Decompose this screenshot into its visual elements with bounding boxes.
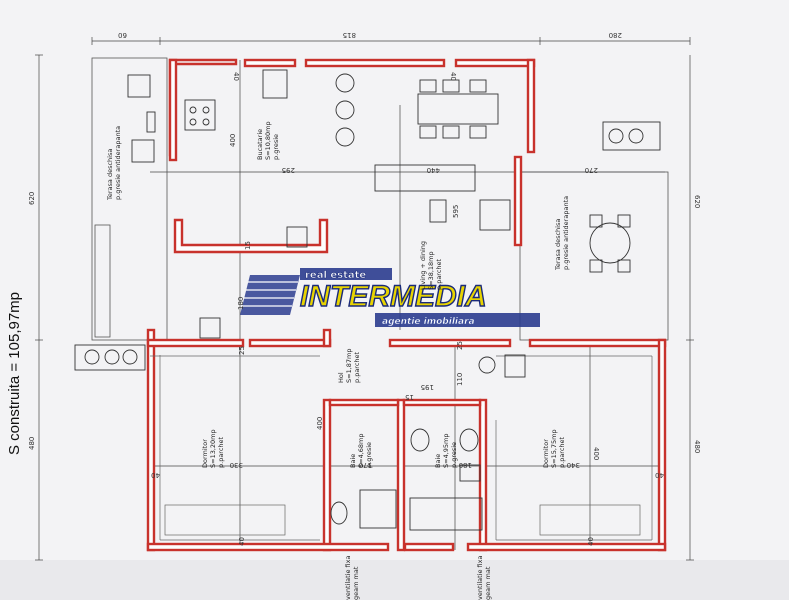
room-bedroom-right: Dormitor S=15,75mp p.parchet <box>542 427 566 468</box>
furniture <box>74 69 661 531</box>
dim-40f: 40 <box>587 537 595 546</box>
dim-440: 440 <box>427 166 440 174</box>
dim-40e: 40 <box>238 537 246 546</box>
dim-595: 595 <box>452 205 460 218</box>
toilet-icon <box>330 501 348 525</box>
built-area-label: S construita = 105,97mp <box>6 292 23 455</box>
dimension-lines <box>35 37 694 561</box>
room-bath-right: Baie S=4,95mp p.gresie <box>434 431 458 468</box>
dim-340: 340 <box>567 461 580 469</box>
watermark-top: real estate <box>305 270 366 281</box>
dim-40d: 40 <box>655 471 664 479</box>
dim-15b: 15 <box>405 393 414 401</box>
room-hol: Hol S=1,87mp p.parchet <box>337 346 361 383</box>
room-bedroom-left: Dormitor S=13,20mp p.parchet <box>201 427 225 468</box>
dim-195: 195 <box>421 383 434 391</box>
dim-815: 815 <box>343 31 356 39</box>
dim-330: 330 <box>230 461 243 469</box>
top-dimensions: 60 815 280 <box>118 31 622 39</box>
dim-right-620: 620 <box>693 195 701 208</box>
dim-left-620: 620 <box>28 192 36 205</box>
dim-400c: 400 <box>592 447 600 460</box>
internal-dimensions: 400 295 440 270 595 180 15 25 25 110 195… <box>151 72 664 546</box>
dim-110: 110 <box>456 373 464 386</box>
dim-right-480: 480 <box>693 440 701 453</box>
dining-table-icon <box>417 93 499 125</box>
dim-280: 280 <box>609 31 622 39</box>
stool-icon <box>335 73 355 93</box>
dim-400b: 400 <box>316 417 324 430</box>
dim-40c: 40 <box>151 471 160 479</box>
dim-40a: 40 <box>232 72 240 81</box>
dim-180: 180 <box>237 297 245 310</box>
watermark-brand: INTERMEDIA <box>300 280 487 313</box>
dim-25a: 25 <box>238 346 246 355</box>
kitchen-sink-icon <box>262 69 288 99</box>
dim-270: 270 <box>585 166 598 174</box>
room-living: Living + dining S=38,18mp p.parchet <box>419 239 443 290</box>
armchair-icon <box>479 199 511 231</box>
dim-400: 400 <box>229 134 237 147</box>
sofa-icon <box>374 164 476 192</box>
side-dimensions: 620 480 620 480 <box>28 192 701 454</box>
dim-60: 60 <box>118 31 127 39</box>
stove-icon <box>184 99 216 131</box>
room-kitchen: Bucatarie S=10,80mp p.gresie <box>256 119 280 160</box>
ventilation-notes: ventilatie fixa geam mat ventilatie fixa… <box>344 553 492 600</box>
dim-180b: 180 <box>459 461 472 469</box>
round-table-icon <box>589 222 631 264</box>
shower-tray-icon <box>359 489 397 529</box>
room-terrace-left: Terasa deschisa p.gresie antiderapanta <box>106 126 122 201</box>
watermark: real estate INTERMEDIA agentie imobiliar… <box>240 268 540 327</box>
lounge-chair-icon <box>127 74 151 98</box>
vent-note-right: ventilatie fixa geam mat <box>476 553 492 600</box>
dim-170: 170 <box>359 461 372 469</box>
watermark-tagline: agentie imobiliara <box>382 317 475 327</box>
dim-25b: 25 <box>456 341 464 350</box>
inner-lines <box>150 355 653 541</box>
vent-note-left: ventilatie fixa geam mat <box>344 553 360 600</box>
washbasin-icon <box>410 428 430 452</box>
bathtub-icon <box>409 497 483 531</box>
room-bath-left: Baie S=4,68mp p.gresie <box>349 431 373 468</box>
dim-left-480: 480 <box>28 437 36 450</box>
dim-15a: 15 <box>244 241 252 250</box>
dim-295: 295 <box>282 166 295 174</box>
walls <box>146 58 667 552</box>
room-terrace-right: Terasa deschisa p.gresie antiderapanta <box>554 196 570 271</box>
room-labels: Terasa deschisa p.gresie antiderapanta B… <box>106 119 570 468</box>
dim-40b: 40 <box>449 72 457 81</box>
